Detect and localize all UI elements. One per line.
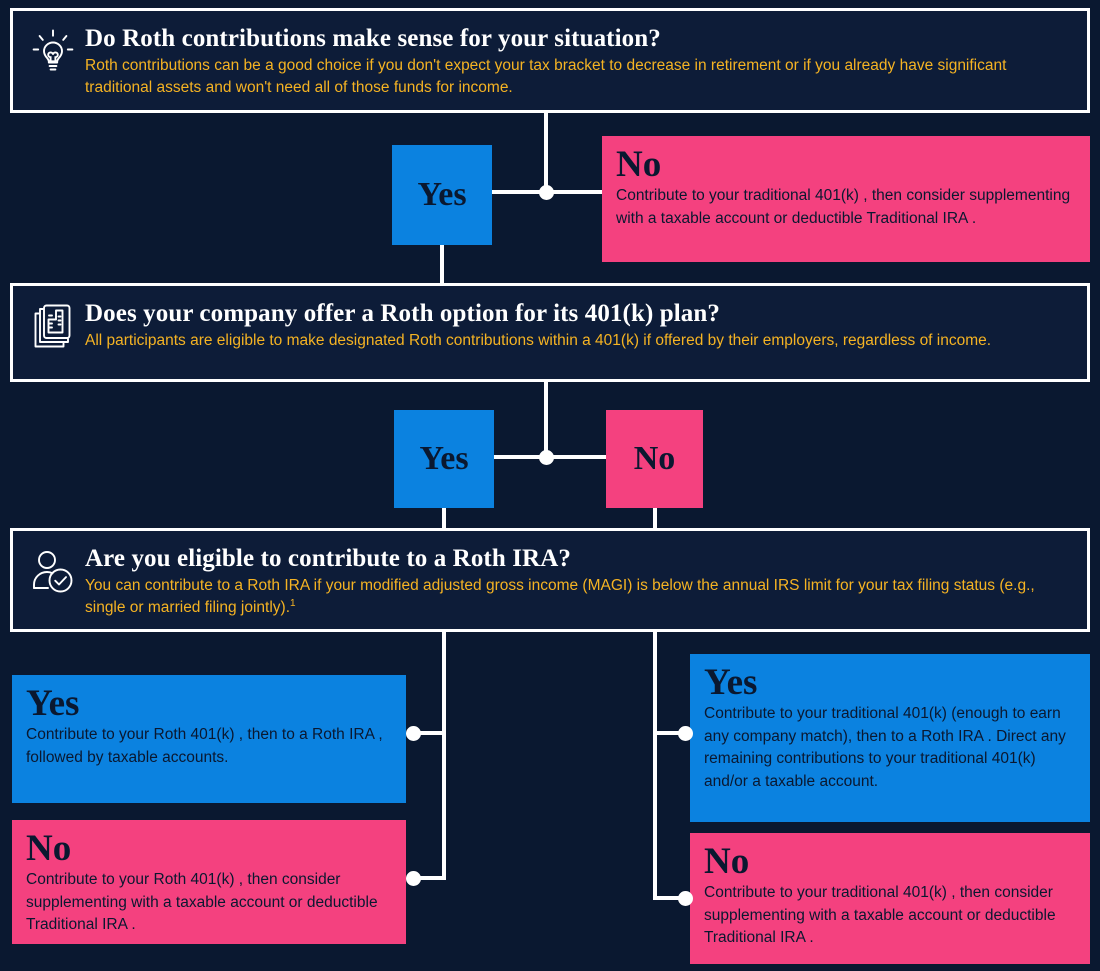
outcome-left-yes-label: Yes: [26, 683, 80, 724]
chip-step2-no-label: No: [633, 440, 676, 477]
outcome-right-yes[interactable]: Yes Contribute to your traditional 401(k…: [690, 654, 1090, 822]
outcome-left-yes-body: Contribute to your Roth 401(k) , then to…: [26, 726, 383, 766]
connector-h-step2-yes: [494, 455, 548, 459]
connector-v-step2-down: [544, 382, 548, 457]
chip-step2-yes[interactable]: Yes: [394, 410, 494, 508]
chip-step1-yes[interactable]: Yes: [392, 145, 492, 245]
footnote-marker: 1: [290, 598, 296, 609]
question-title-1: Do Roth contributions make sense for you…: [85, 25, 661, 52]
outcome-left-no-label: No: [26, 828, 72, 869]
connector-h-step1-no: [544, 190, 604, 194]
connector-h-left-no: [408, 876, 446, 880]
connector-v-step1-down: [544, 113, 548, 193]
outcome-right-no-label: No: [704, 841, 750, 882]
question-title-2: Does your company offer a Roth option fo…: [85, 300, 720, 327]
outcome-right-yes-label: Yes: [704, 662, 758, 703]
question-desc-3: You can contribute to a Roth IRA if your…: [85, 575, 1045, 619]
connector-dot-right-yes: [678, 726, 693, 741]
connector-v-step2no-to-step3: [653, 508, 657, 530]
connector-dot-left-yes: [406, 726, 421, 741]
question-desc-1: Roth contributions can be a good choice …: [85, 57, 1007, 96]
chip-step2-yes-label: Yes: [419, 440, 469, 477]
lightbulb-icon: [27, 25, 79, 75]
question-box-3: Are you eligible to contribute to a Roth…: [10, 528, 1090, 632]
connector-h-left-yes: [408, 731, 446, 735]
connector-junction-step2: [539, 450, 554, 465]
outcome-left-no[interactable]: No Contribute to your Roth 401(k) , then…: [12, 820, 406, 944]
chip-step2-no[interactable]: No: [606, 410, 703, 508]
connector-h-step1-yes: [490, 190, 548, 194]
question-title-3: Are you eligible to contribute to a Roth…: [85, 545, 571, 572]
connector-h-right-yes: [653, 731, 687, 735]
chip-step1-yes-label: Yes: [417, 176, 467, 213]
connector-h-right-no: [653, 896, 687, 900]
connector-h-step2-no: [544, 455, 606, 459]
outcome-left-yes[interactable]: Yes Contribute to your Roth 401(k) , the…: [12, 675, 406, 803]
question-box-2: Does your company offer a Roth option fo…: [10, 283, 1090, 382]
question-text-3: Are you eligible to contribute to a Roth…: [79, 545, 1071, 619]
connector-v-step2yes-to-step3: [442, 508, 446, 530]
outcome-right-yes-body: Contribute to your traditional 401(k) (e…: [704, 705, 1066, 790]
outcome-step1-no[interactable]: No Contribute to your traditional 401(k)…: [602, 136, 1090, 262]
outcome-right-no-body: Contribute to your traditional 401(k) , …: [704, 884, 1056, 947]
question-box-1: Do Roth contributions make sense for you…: [10, 8, 1090, 113]
outcome-step1-no-label: No: [616, 144, 662, 185]
connector-dot-left-no: [406, 871, 421, 886]
question-text-2: Does your company offer a Roth option fo…: [79, 300, 1071, 352]
question-desc-3-text: You can contribute to a Roth IRA if your…: [85, 577, 1035, 617]
outcome-step1-no-body: Contribute to your traditional 401(k) , …: [616, 187, 1071, 227]
outcome-right-no[interactable]: No Contribute to your traditional 401(k)…: [690, 833, 1090, 964]
company-documents-icon: [27, 300, 79, 350]
connector-dot-right-no: [678, 891, 693, 906]
outcome-left-no-body: Contribute to your Roth 401(k) , then co…: [26, 871, 378, 934]
connector-v-left-branch: [442, 632, 446, 880]
connector-junction-step1: [539, 185, 554, 200]
question-desc-2: All participants are eligible to make de…: [85, 332, 992, 349]
person-check-icon: [27, 545, 79, 595]
connector-v-step1yes-to-step2: [440, 245, 444, 285]
question-text-1: Do Roth contributions make sense for you…: [79, 25, 1071, 99]
connector-v-right-branch: [653, 632, 657, 900]
